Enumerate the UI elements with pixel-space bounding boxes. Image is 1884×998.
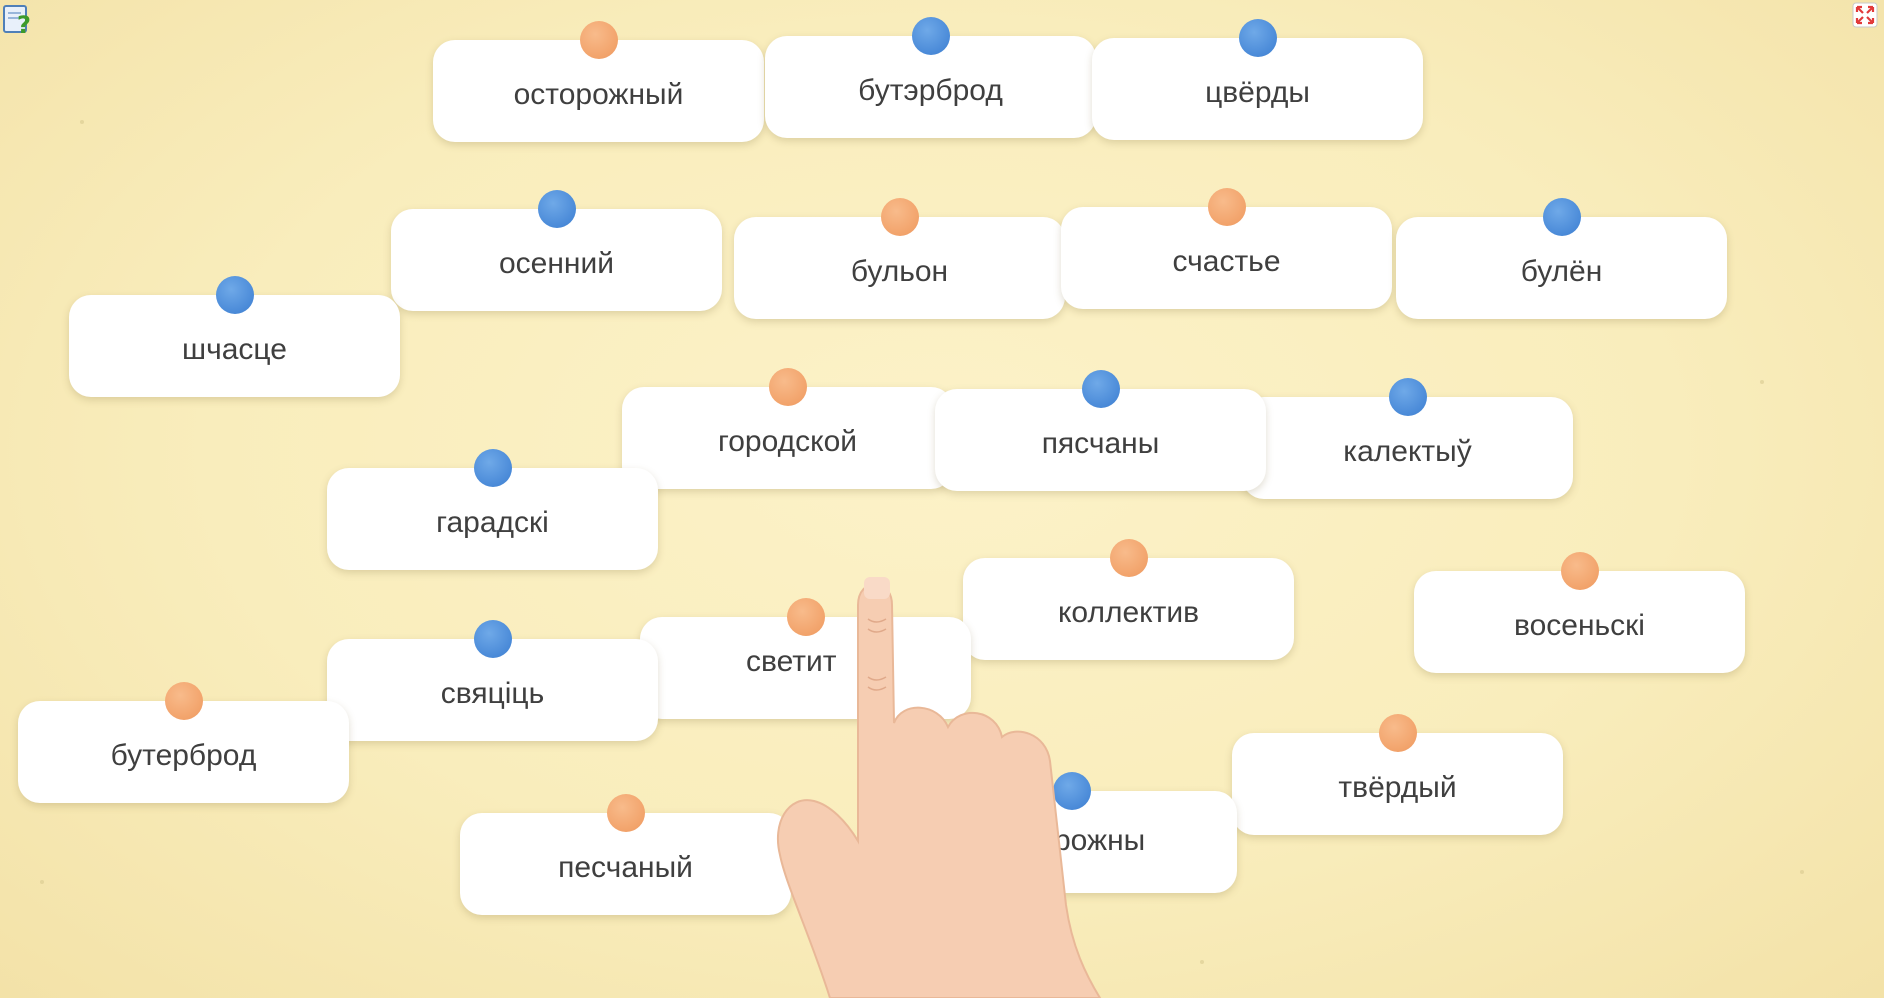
word-card[interactable]: осенний xyxy=(391,190,722,311)
blue-marker-dot xyxy=(1238,19,1277,57)
word-card[interactable]: булён xyxy=(1396,198,1727,319)
word-card-label: песчаный xyxy=(558,851,693,884)
blue-marker-dot xyxy=(1052,772,1091,810)
word-card[interactable]: бульон xyxy=(734,198,1065,319)
word-card[interactable]: коллектив xyxy=(963,539,1294,660)
svg-text:?: ? xyxy=(17,11,31,36)
orange-marker-dot xyxy=(579,21,618,59)
word-card-label: гарадскі xyxy=(436,506,549,539)
word-card-label: осторожный xyxy=(513,78,684,111)
blue-marker-dot xyxy=(537,190,576,228)
help-question-icon[interactable]: ? xyxy=(2,2,38,36)
word-card-label: счастье xyxy=(1172,245,1281,278)
word-card[interactable]: пясчаны xyxy=(935,370,1266,491)
word-card[interactable]: восеньскі xyxy=(1414,552,1745,673)
word-card-label: коллектив xyxy=(1057,596,1200,629)
word-card[interactable]: бутерброд xyxy=(18,682,349,803)
word-card-label: бульон xyxy=(850,255,949,288)
orange-marker-dot xyxy=(786,598,825,636)
word-card-label: светит xyxy=(746,645,837,678)
word-card-label: калектыў xyxy=(1343,435,1472,468)
blue-marker-dot xyxy=(473,449,512,487)
blue-marker-dot xyxy=(473,620,512,658)
blue-marker-dot xyxy=(911,17,950,55)
word-card-label: пясчаны xyxy=(1041,427,1160,460)
blue-marker-dot xyxy=(215,276,254,314)
word-card[interactable]: осторожный xyxy=(433,21,764,142)
word-card-label: твёрдый xyxy=(1338,771,1457,804)
fullscreen-toggle-icon[interactable] xyxy=(1852,2,1878,28)
word-card-label: цвёрды xyxy=(1205,76,1310,109)
word-card[interactable]: светит xyxy=(640,598,971,719)
word-card[interactable]: свяціць xyxy=(327,620,658,741)
word-card[interactable]: песчаный xyxy=(460,794,791,915)
orange-marker-dot xyxy=(164,682,203,720)
orange-marker-dot xyxy=(880,198,919,236)
orange-marker-dot xyxy=(606,794,645,832)
word-card-label: восеньскі xyxy=(1514,609,1645,642)
orange-marker-dot xyxy=(768,368,807,406)
word-card[interactable]: калектыў xyxy=(1242,378,1573,499)
word-card[interactable]: рожны xyxy=(906,772,1237,893)
word-card-label: шчасце xyxy=(182,333,287,366)
blue-marker-dot xyxy=(1542,198,1581,236)
word-card-label: осенний xyxy=(498,247,615,280)
blue-marker-dot xyxy=(1388,378,1427,416)
word-card-label: бутэрброд xyxy=(858,74,1003,107)
orange-marker-dot xyxy=(1109,539,1148,577)
word-card-label: булён xyxy=(1520,255,1603,288)
word-card-label: свяціць xyxy=(440,677,545,710)
word-card[interactable]: гарадскі xyxy=(327,449,658,570)
blue-marker-dot xyxy=(1081,370,1120,408)
word-card-label: рожны xyxy=(1054,824,1146,857)
word-card[interactable]: цвёрды xyxy=(1092,19,1423,140)
orange-marker-dot xyxy=(1560,552,1599,590)
word-card[interactable]: твёрдый xyxy=(1232,714,1563,835)
word-card[interactable]: шчасце xyxy=(69,276,400,397)
word-card-label: бутерброд xyxy=(110,739,257,772)
orange-marker-dot xyxy=(1207,188,1246,226)
word-card[interactable]: бутэрброд xyxy=(765,17,1096,138)
orange-marker-dot xyxy=(1378,714,1417,752)
word-card[interactable]: городской xyxy=(622,368,953,489)
word-card[interactable]: счастье xyxy=(1061,188,1392,309)
word-card-label: городской xyxy=(717,425,858,458)
